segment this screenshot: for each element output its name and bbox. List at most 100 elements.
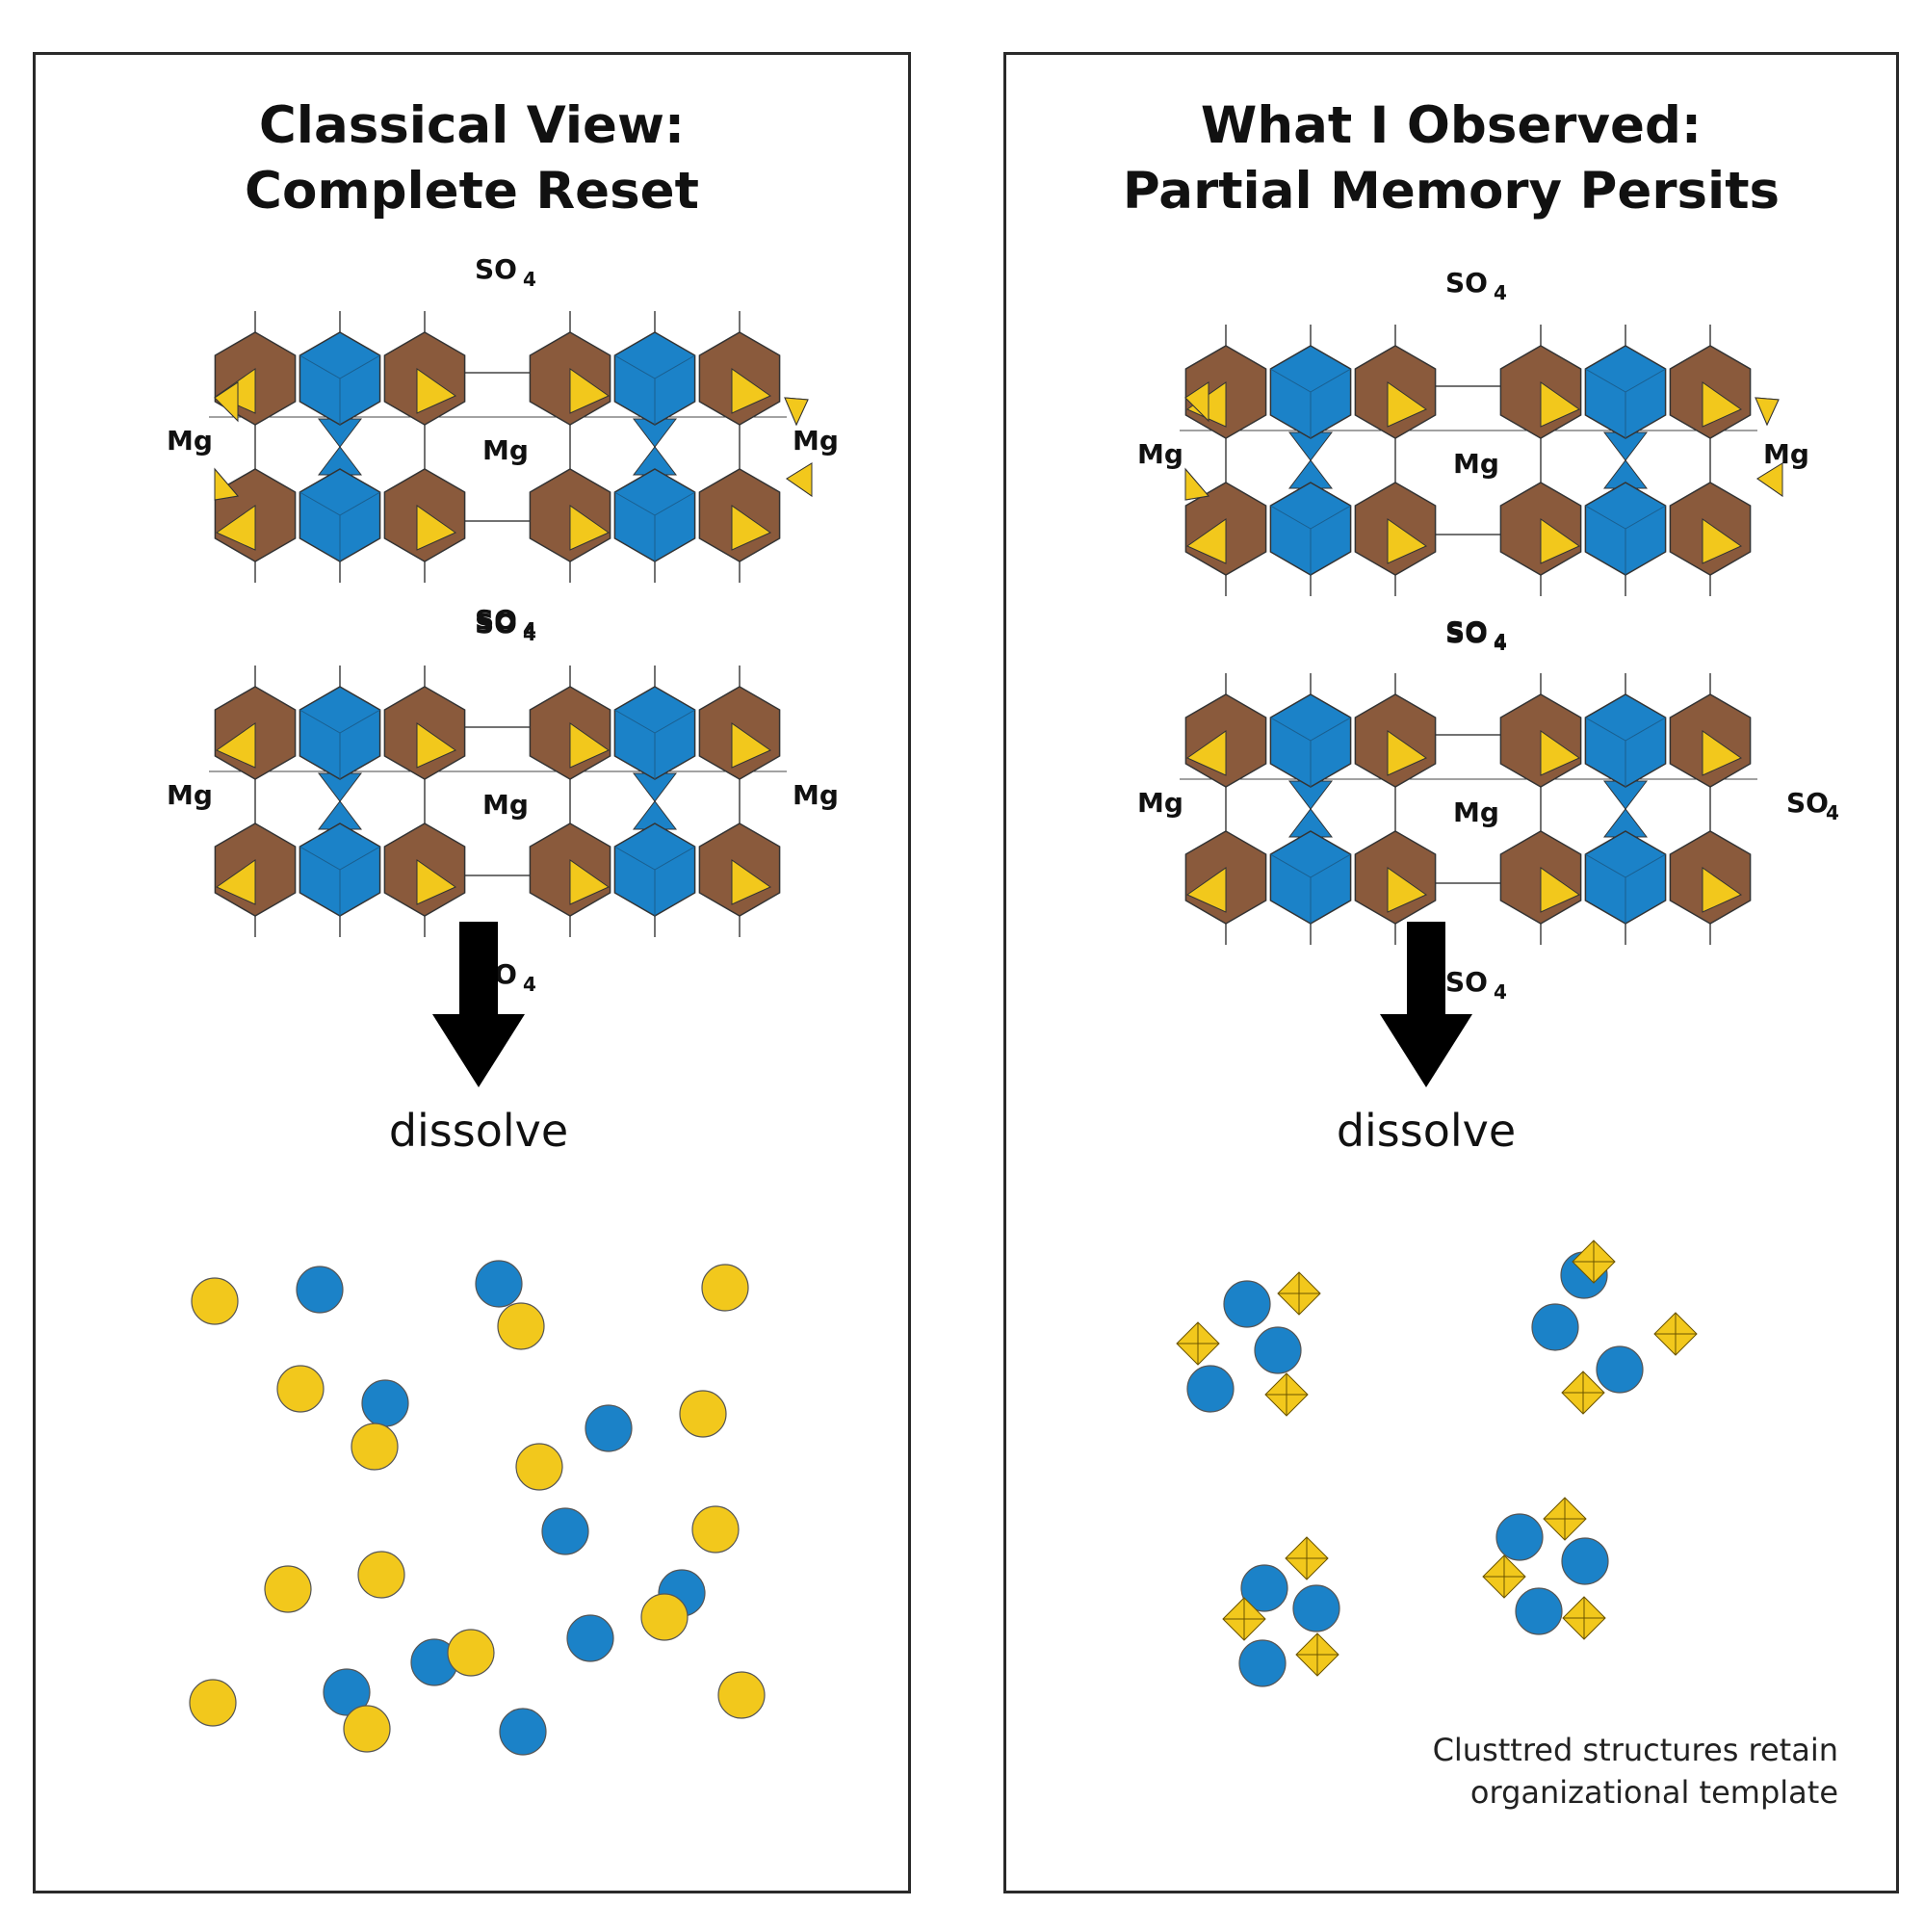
yellow-ion <box>276 1365 325 1413</box>
yellow-tetrahedron <box>1185 518 1227 564</box>
yellow-ion <box>189 1679 237 1727</box>
title-line-2: Complete Reset <box>245 162 699 221</box>
right-so4-label: SO <box>1786 787 1829 819</box>
yellow-ion <box>679 1390 727 1438</box>
caption-line-1: Clusttred structures retain <box>1432 1732 1838 1768</box>
so4-label: SO <box>475 253 517 285</box>
blue-ion <box>1240 1564 1288 1612</box>
blue-ion <box>541 1507 589 1555</box>
ion-cluster <box>1531 1240 1698 1415</box>
yellow-tetrahedron <box>416 505 457 551</box>
yellow-ion <box>264 1565 312 1613</box>
left-ion-label: Mg <box>1137 438 1183 470</box>
yellow-tetrahedron <box>215 722 256 769</box>
facet-line <box>1310 368 1352 393</box>
facet-line <box>1310 717 1352 742</box>
yellow-tetrahedron <box>1755 397 1780 427</box>
yellow-octahedron <box>1561 1371 1605 1415</box>
yellow-tetrahedron <box>1184 467 1209 501</box>
yellow-tetrahedron <box>1387 518 1428 564</box>
yellow-tetrahedron <box>1540 518 1581 564</box>
facet-line <box>299 846 341 871</box>
blue-ion <box>1186 1365 1235 1413</box>
center-ion-label: Mg <box>1453 448 1499 480</box>
facet-line <box>1584 853 1626 878</box>
panel-title: Classical View: Complete Reset <box>36 93 908 224</box>
yellow-tetrahedron <box>1702 730 1743 776</box>
yellow-tetrahedron <box>1540 867 1581 913</box>
blue-ion <box>323 1668 371 1716</box>
facet-line <box>299 354 341 379</box>
facet-line <box>299 491 341 516</box>
so4-subscript: 4 <box>523 622 536 645</box>
so4-top: SO 4 <box>1445 267 1507 304</box>
yellow-octahedron <box>1264 1372 1309 1417</box>
yellow-octahedron <box>1277 1271 1321 1316</box>
yellow-octahedron <box>1562 1596 1606 1640</box>
facet-line <box>339 846 381 871</box>
dissolve-label: dissolve <box>389 1105 568 1157</box>
yellow-tetrahedron <box>569 722 611 769</box>
blue-ion <box>1531 1303 1579 1351</box>
yellow-octahedron <box>1222 1597 1266 1641</box>
yellow-ion <box>497 1302 545 1350</box>
facet-line <box>1584 717 1626 742</box>
yellow-ion <box>357 1551 405 1599</box>
yellow-tetrahedron <box>214 467 239 501</box>
title-line-1: Classical View: <box>258 96 686 155</box>
yellow-octahedron <box>1572 1240 1616 1284</box>
so4-subscript: 4 <box>1494 281 1507 304</box>
yellow-ion <box>691 1505 740 1553</box>
yellow-tetrahedron <box>1387 867 1428 913</box>
so4-label: SO <box>1445 966 1488 998</box>
facet-line <box>613 354 656 379</box>
facet-line <box>339 354 381 379</box>
right-so4-subscript: 4 <box>1826 801 1839 824</box>
facet-line <box>339 709 381 734</box>
yellow-tetrahedron <box>731 368 772 414</box>
yellow-tetrahedron <box>1702 381 1743 428</box>
panel-title: What I Observed: Partial Memory Persits <box>1006 93 1896 224</box>
so4-subscript: 4 <box>1494 980 1507 1004</box>
yellow-tetrahedron <box>1387 730 1428 776</box>
facet-line <box>1269 853 1312 878</box>
left-ion-label: Mg <box>1137 787 1183 819</box>
center-ion-label: Mg <box>1453 796 1499 828</box>
yellow-tetrahedron <box>214 381 239 423</box>
so4-top: SO 4 <box>475 253 536 291</box>
facet-line <box>654 491 696 516</box>
right-ion-label: Mg <box>1763 438 1809 470</box>
yellow-octahedron <box>1482 1554 1526 1599</box>
facet-line <box>1625 505 1667 530</box>
yellow-tetrahedron <box>215 505 256 551</box>
facet-line <box>1269 505 1312 530</box>
right-ion-label: Mg <box>793 779 839 811</box>
yellow-tetrahedron <box>1756 462 1783 497</box>
blue-ion <box>1495 1513 1544 1561</box>
so4-label: SO <box>1445 267 1488 299</box>
yellow-tetrahedron <box>731 722 772 769</box>
center-ion-label: Mg <box>482 434 529 466</box>
blue-ion <box>1561 1537 1609 1585</box>
yellow-tetrahedron <box>1184 381 1209 423</box>
yellow-tetrahedron <box>569 368 611 414</box>
yellow-octahedron <box>1176 1321 1220 1366</box>
yellow-tetrahedron <box>416 722 457 769</box>
yellow-tetrahedron <box>784 397 809 427</box>
blue-ion <box>1254 1326 1302 1374</box>
yellow-tetrahedron <box>569 505 611 551</box>
yellow-tetrahedron <box>1185 730 1227 776</box>
title-line-2: Partial Memory Persits <box>1122 162 1781 221</box>
yellow-octahedron <box>1285 1536 1329 1580</box>
yellow-octahedron <box>1653 1312 1698 1356</box>
so4-subscript: 4 <box>523 268 536 291</box>
blue-ion <box>1596 1345 1644 1394</box>
blue-ion <box>1223 1280 1271 1328</box>
yellow-ion <box>640 1593 689 1641</box>
